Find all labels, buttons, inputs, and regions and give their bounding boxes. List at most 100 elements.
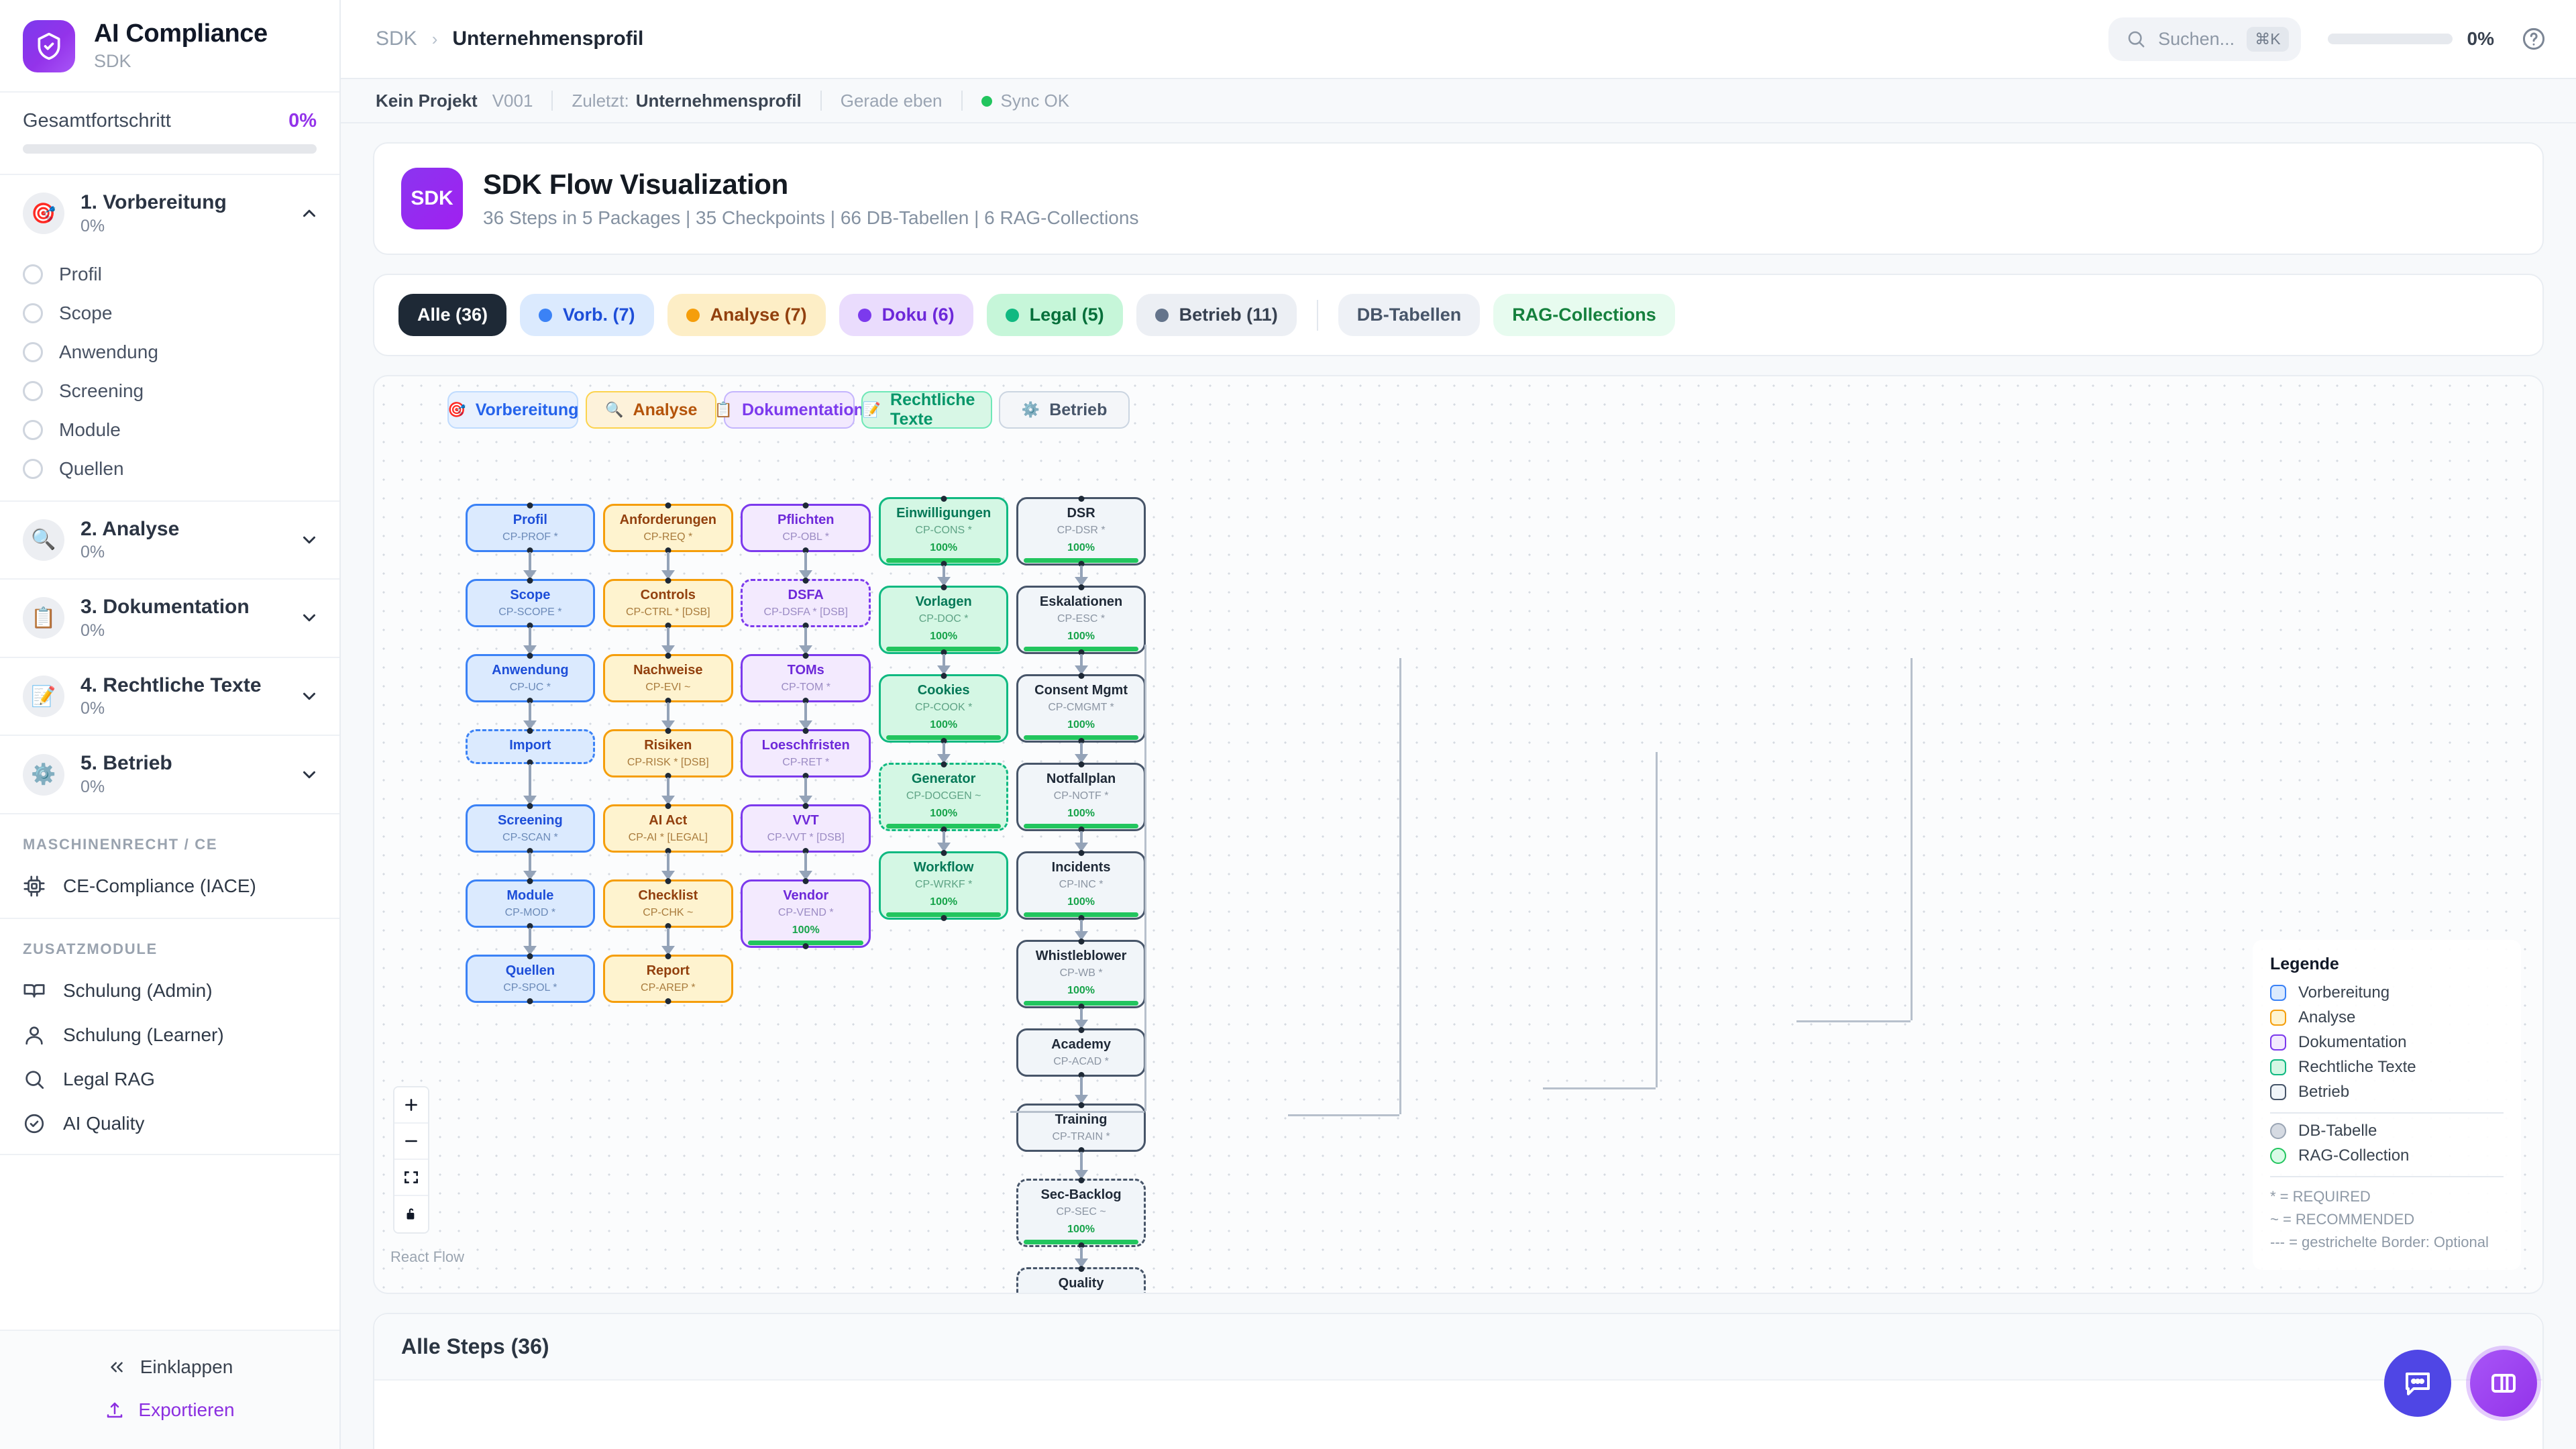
node-handle-bottom [1078,1072,1085,1078]
node-progress-label: 100% [930,542,958,554]
sidebar-item-schulung-admin[interactable]: Schulung (Admin) [0,969,339,1013]
node-title: Vendor [783,888,829,903]
sidebar-item-ai-quality[interactable]: AI Quality [0,1102,339,1154]
filter-chip-doku-6[interactable]: Doku (6) [839,294,973,336]
filter-chip-legal-5[interactable]: Legal (5) [986,294,1123,336]
export-label: Exportieren [138,1399,235,1420]
sidebar-item-module[interactable]: Module [0,411,339,449]
node-handle-top [941,496,947,502]
chip-color-dot-icon [1005,308,1019,322]
lock-button[interactable] [394,1196,428,1232]
filter-chip-alle-36[interactable]: Alle (36) [398,294,507,336]
chat-fab-button[interactable] [2384,1350,2451,1417]
overall-progress-label: Gesamtfortschritt [23,110,171,131]
flow-node-import[interactable]: Import [465,728,596,765]
chevron-up-icon[interactable] [299,203,319,223]
node-handle-top [1078,1102,1085,1108]
legend-label: Rechtliche Texte [2298,1057,2416,1076]
collapse-sidebar-button[interactable]: Einklappen [0,1346,339,1389]
sidebar-item-schulung-learner[interactable]: Schulung (Learner) [0,1013,339,1057]
meta-divider [820,91,822,111]
lane-label: Vorbereitung [475,400,579,419]
node-code: CP-NOTF * [1053,790,1109,802]
sidebar-item-anwendung[interactable]: Anwendung [0,333,339,372]
sidebar-item-ce-compliance[interactable]: CE-Compliance (IACE) [0,864,339,918]
fit-view-button[interactable] [394,1160,428,1196]
chevron-down-icon[interactable] [299,530,319,550]
zoom-in-button[interactable] [394,1087,428,1124]
filter-chip-label: Alle (36) [417,305,488,325]
filter-chip-db-tabellen[interactable]: DB-Tabellen [1338,294,1481,336]
question-circle-icon[interactable] [2521,26,2546,52]
sidebar-item-screening[interactable]: Screening [0,372,339,411]
node-handle-top [802,878,809,884]
filter-chip-row: Alle (36) Vorb. (7) Analyse (7) Doku (6) Leg… [373,274,2544,356]
filter-chip-analyse-7[interactable]: Analyse (7) [667,294,826,336]
node-handle-top [941,850,947,856]
filter-chip-rag-collections[interactable]: RAG-Collections [1493,294,1675,336]
export-button[interactable]: Exportieren [0,1389,339,1432]
panel-fab-button[interactable] [2470,1350,2537,1417]
sidebar-item-quellen[interactable]: Quellen [0,449,339,488]
filter-chip-vorb-7[interactable]: Vorb. (7) [520,294,654,336]
step-status-radio-icon [23,264,43,284]
sidebar-item-legal-rag[interactable]: Legal RAG [0,1057,339,1102]
chevron-down-icon[interactable] [299,608,319,628]
flow-inner: 🎯Vorbereitung🔍Analyse📋Dokumentation📝Rech… [374,376,2542,1293]
all-steps-card: Alle Steps (36) [373,1313,2544,1449]
filter-chip-betrieb-11[interactable]: Betrieb (11) [1136,294,1297,336]
search-input[interactable]: Suchen... ⌘K [2108,17,2301,61]
check-circle-icon [23,1112,46,1135]
sidebar-item-profil[interactable]: Profil [0,255,339,294]
sidebar-item-scope[interactable]: Scope [0,294,339,333]
flow-node-quality[interactable]: QualityCP-QUAL ~100% [1016,1266,1146,1293]
flow-canvas[interactable]: 🎯Vorbereitung🔍Analyse📋Dokumentation📝Rech… [373,375,2544,1294]
chevron-down-icon[interactable] [299,765,319,785]
node-handle-top [665,728,672,734]
node-handle-top [802,578,809,584]
breadcrumb-root[interactable]: SDK [376,28,417,50]
zoom-out-button[interactable] [394,1124,428,1160]
chevron-down-icon[interactable] [299,686,319,706]
hero-card: SDK SDK Flow Visualization 36 Steps in 5… [373,142,2544,255]
flow-edge [666,777,669,798]
